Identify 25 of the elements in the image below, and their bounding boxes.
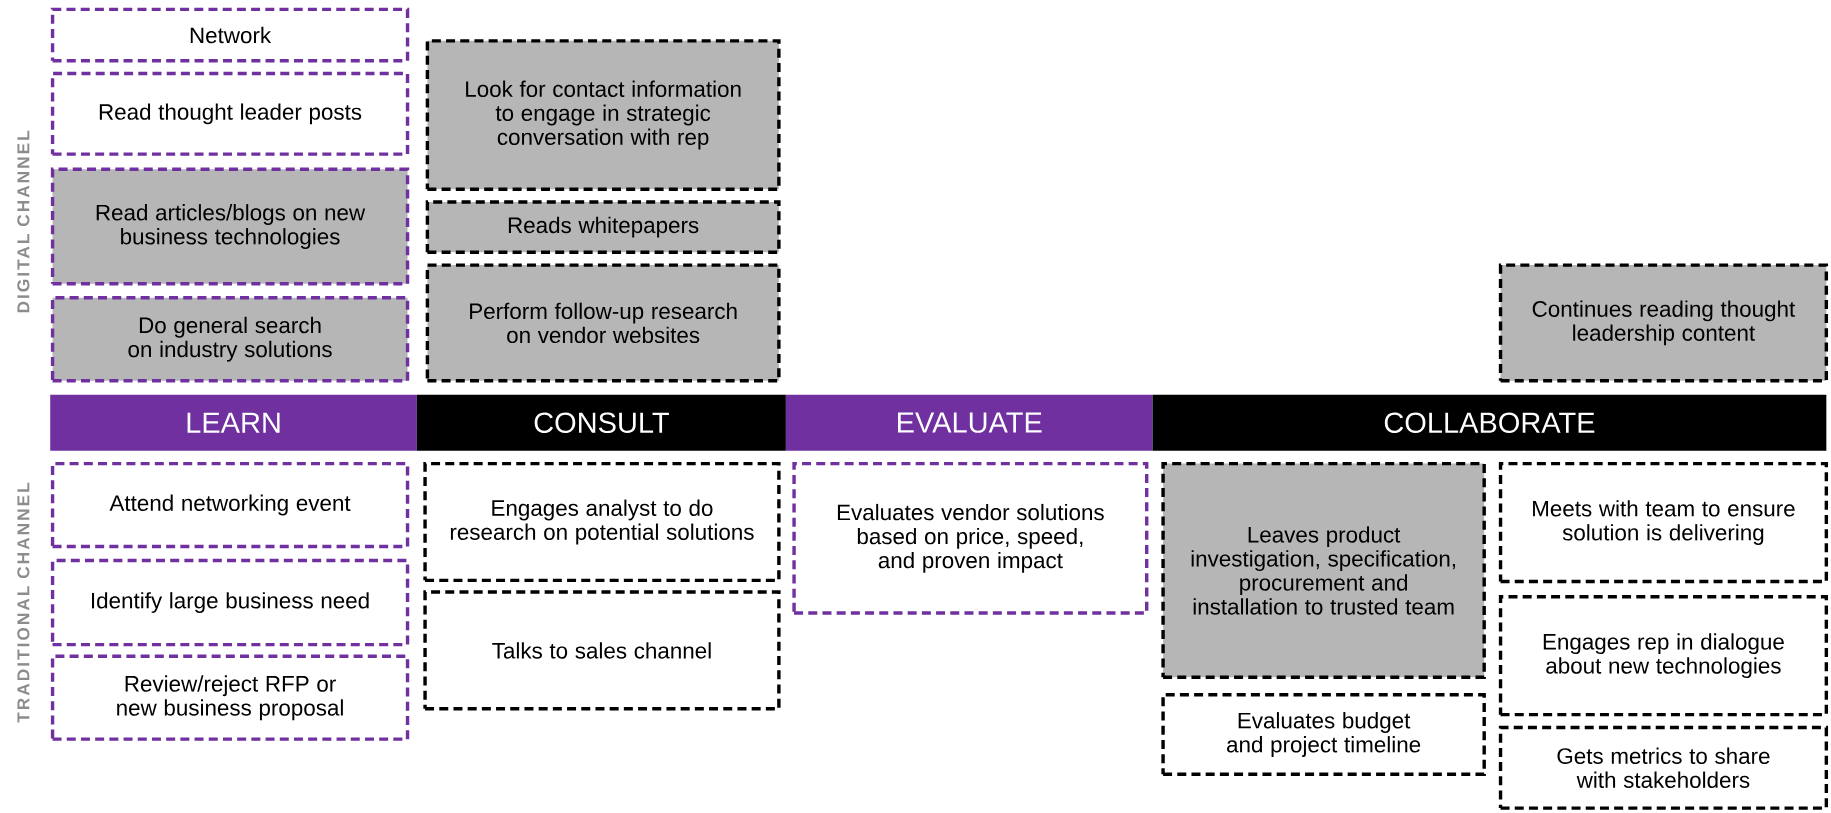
activity-box: Network (50, 7, 410, 63)
activity-box: Continues reading thought leadership content (1498, 263, 1829, 383)
stage-band: EVALUATE (785, 394, 1153, 451)
stage-band: LEARN (50, 394, 417, 451)
activity-box: Engages rep in dialogue about new technologies (1498, 595, 1829, 717)
activity-box: Talks to sales channel (423, 590, 781, 711)
activity-box: Perform follow-up research on vendor websites (425, 263, 781, 383)
activity-box: Reads whitepapers (425, 200, 781, 255)
activity-box: Do general search on industry solutions (50, 296, 410, 383)
activity-box: Evaluates budget and project timeline (1161, 693, 1486, 777)
activity-box: Read thought leader posts (50, 72, 410, 156)
channel-label: DIGITAL CHANNEL (17, 130, 30, 313)
activity-box: Read articles/blogs on new business technologies (50, 167, 410, 286)
stage-band: COLLABORATE (1152, 394, 1827, 451)
activity-box: Attend networking event (50, 462, 410, 549)
activity-box: Review/reject RFP or new business proposal (50, 654, 410, 741)
activity-box: Look for contact information to engage in strategic conversation with rep (425, 39, 781, 191)
activity-box: Gets metrics to share with stakeholders (1498, 725, 1829, 810)
activity-box: Identify large business need (50, 558, 410, 647)
activity-box: Evaluates vendor solutions based on price, speed, and proven impact (792, 462, 1149, 615)
activity-box: Meets with team to ensure solution is delivering (1498, 462, 1829, 584)
activity-box: Leaves product investigation, specification, procurement and installation to trusted team (1161, 462, 1486, 680)
activity-box: Engages analyst to do research on potential solutions (423, 462, 781, 583)
stage-band: CONSULT (416, 394, 786, 451)
channel-label: TRADITIONAL CHANNEL (17, 483, 30, 723)
